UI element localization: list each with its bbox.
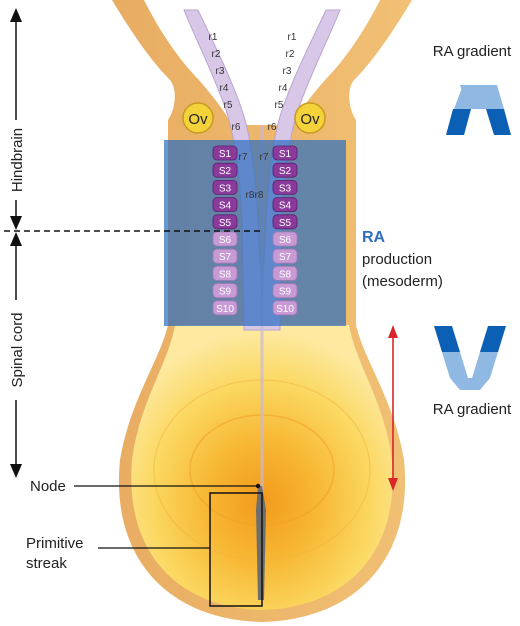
streak-label: streak — [26, 555, 67, 572]
somite-left-S4: S4 — [213, 198, 237, 212]
ra-gradient-bottom-label: RA gradient — [433, 401, 512, 418]
somite-left-S3-label: S3 — [219, 183, 232, 194]
somite-left-S2-label: S2 — [219, 166, 232, 177]
somite-right-S4-label: S4 — [279, 201, 292, 212]
somite-left-S10-label: S10 — [216, 304, 234, 315]
spinal-cord-label: Spinal cord — [9, 312, 26, 387]
rhombomere-right-r4: r4 — [279, 83, 288, 94]
rhombomere-left-r4: r4 — [220, 83, 229, 94]
somite-left-S1: S1 — [213, 146, 237, 160]
ra-label: RA — [362, 229, 386, 246]
somite-right-S8: S8 — [273, 266, 297, 280]
somite-left-S10: S10 — [213, 301, 237, 315]
somite-right-S10-label: S10 — [276, 304, 294, 315]
rhombomere-right-r6: r6 — [268, 122, 277, 133]
somite-left-S3: S3 — [213, 180, 237, 194]
ov-right-label: Ov — [300, 111, 320, 128]
somite-left-S7: S7 — [213, 249, 237, 263]
somite-right-S2: S2 — [273, 163, 297, 177]
somite-left-S2: S2 — [213, 163, 237, 177]
somite-right-S5-label: S5 — [279, 218, 292, 229]
ra-gradient-top-label: RA gradient — [433, 43, 512, 60]
somite-right-S2-label: S2 — [279, 166, 292, 177]
somite-left-S7-label: S7 — [219, 252, 232, 263]
somite-right-S4: S4 — [273, 198, 297, 212]
somite-right-S9-label: S9 — [279, 287, 292, 298]
somite-left-S1-label: S1 — [219, 149, 232, 160]
node-dot — [256, 484, 260, 488]
somite-left-S9-label: S9 — [219, 287, 232, 298]
somite-right-S1: S1 — [273, 146, 297, 160]
rhombomere-right-r7: r7 — [260, 152, 269, 163]
production-label: production — [362, 251, 432, 268]
ov-left-label: Ov — [188, 111, 208, 128]
somite-right-S10: S10 — [273, 301, 297, 315]
rhombomere-right-r5: r5 — [275, 100, 284, 111]
rhombomere-left-r5: r5 — [224, 100, 233, 111]
somite-right-S7-label: S7 — [279, 252, 292, 263]
ra-gradient-top-icon — [446, 85, 511, 135]
rhombomere-right-r2: r2 — [286, 49, 295, 60]
somite-right-S6: S6 — [273, 232, 297, 246]
rhombomere-right-r3: r3 — [283, 66, 292, 77]
somite-right-S3-label: S3 — [279, 183, 292, 194]
primitive-label: Primitive — [26, 535, 84, 552]
somite-left-S8-label: S8 — [219, 269, 232, 280]
somite-right-S7: S7 — [273, 249, 297, 263]
somite-left-S6: S6 — [213, 232, 237, 246]
hindbrain-label: Hindbrain — [9, 128, 26, 192]
somite-right-S1-label: S1 — [279, 149, 292, 160]
somite-right-S5: S5 — [273, 215, 297, 229]
somite-right-S8-label: S8 — [279, 269, 292, 280]
somite-right-S6-label: S6 — [279, 235, 292, 246]
rhombomere-left-r7: r7 — [239, 152, 248, 163]
somite-left-S4-label: S4 — [219, 201, 232, 212]
mesoderm-label: (mesoderm) — [362, 273, 443, 290]
ra-production-box — [164, 140, 346, 326]
node-label: Node — [30, 478, 66, 495]
otic-vesicle-right: Ov — [295, 103, 325, 133]
somite-left-S5: S5 — [213, 215, 237, 229]
somite-left-S6-label: S6 — [219, 235, 232, 246]
somite-left-S5-label: S5 — [219, 218, 232, 229]
rhombomere-right-r8: r8 — [255, 190, 264, 201]
rhombomere-left-r1: r1 — [209, 32, 218, 43]
rhombomere-left-r3: r3 — [216, 66, 225, 77]
somite-left-S9: S9 — [213, 284, 237, 298]
somite-right-S9: S9 — [273, 284, 297, 298]
rhombomere-left-r2: r2 — [212, 49, 221, 60]
rhombomere-right-r1: r1 — [288, 32, 297, 43]
otic-vesicle-left: Ov — [183, 103, 213, 133]
somite-left-S8: S8 — [213, 266, 237, 280]
somite-right-S3: S3 — [273, 180, 297, 194]
rhombomere-left-r6: r6 — [232, 122, 241, 133]
rhombomere-left-r8: r8 — [246, 190, 255, 201]
ra-gradient-bottom-icon — [434, 326, 506, 390]
